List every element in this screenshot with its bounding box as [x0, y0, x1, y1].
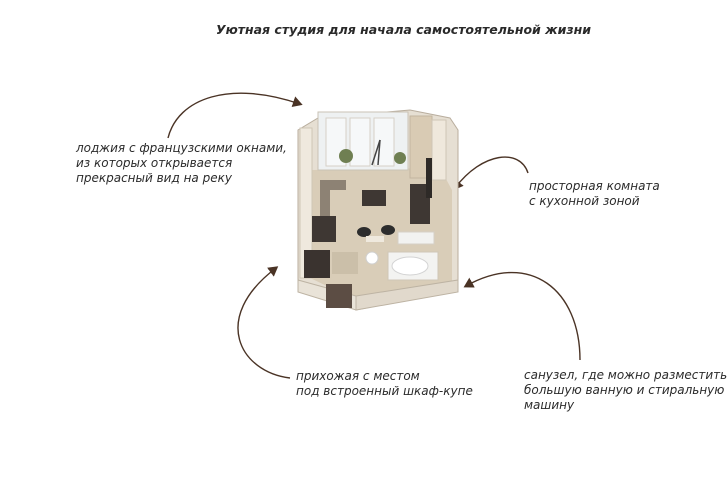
arrow-loggia: [167, 92, 303, 139]
arrow-hallway: [237, 266, 291, 379]
caption-hallway: прихожая с местом под встроенный шкаф-ку…: [296, 369, 473, 399]
caption-hallway-line-1: прихожая с местом: [296, 369, 420, 383]
caption-room-line-1: просторная комната: [529, 179, 660, 193]
caption-loggia-line-1: лоджия с французскими окнами,: [76, 141, 287, 155]
caption-loggia-line-2: из которых открывается: [76, 156, 233, 170]
caption-hallway-line-2: под встроенный шкаф-купе: [296, 384, 473, 398]
arrow-bathroom: [463, 271, 581, 361]
caption-bathroom: санузел, где можно разместить большую ва…: [524, 368, 727, 413]
caption-loggia-line-3: прекрасный вид на реку: [76, 171, 232, 185]
caption-room-line-2: с кухонной зоной: [529, 194, 640, 208]
caption-loggia: лоджия с французскими окнами, из которых…: [76, 141, 287, 186]
caption-room: просторная комната с кухонной зоной: [529, 179, 660, 209]
caption-bathroom-line-3: машину: [524, 398, 575, 412]
caption-bathroom-line-2: большую ванную и стиральную: [524, 383, 725, 397]
arrow-room: [453, 156, 529, 191]
page-title: Уютная студия для начала самостоятельной…: [215, 22, 592, 37]
caption-bathroom-line-1: санузел, где можно разместить: [524, 368, 727, 382]
